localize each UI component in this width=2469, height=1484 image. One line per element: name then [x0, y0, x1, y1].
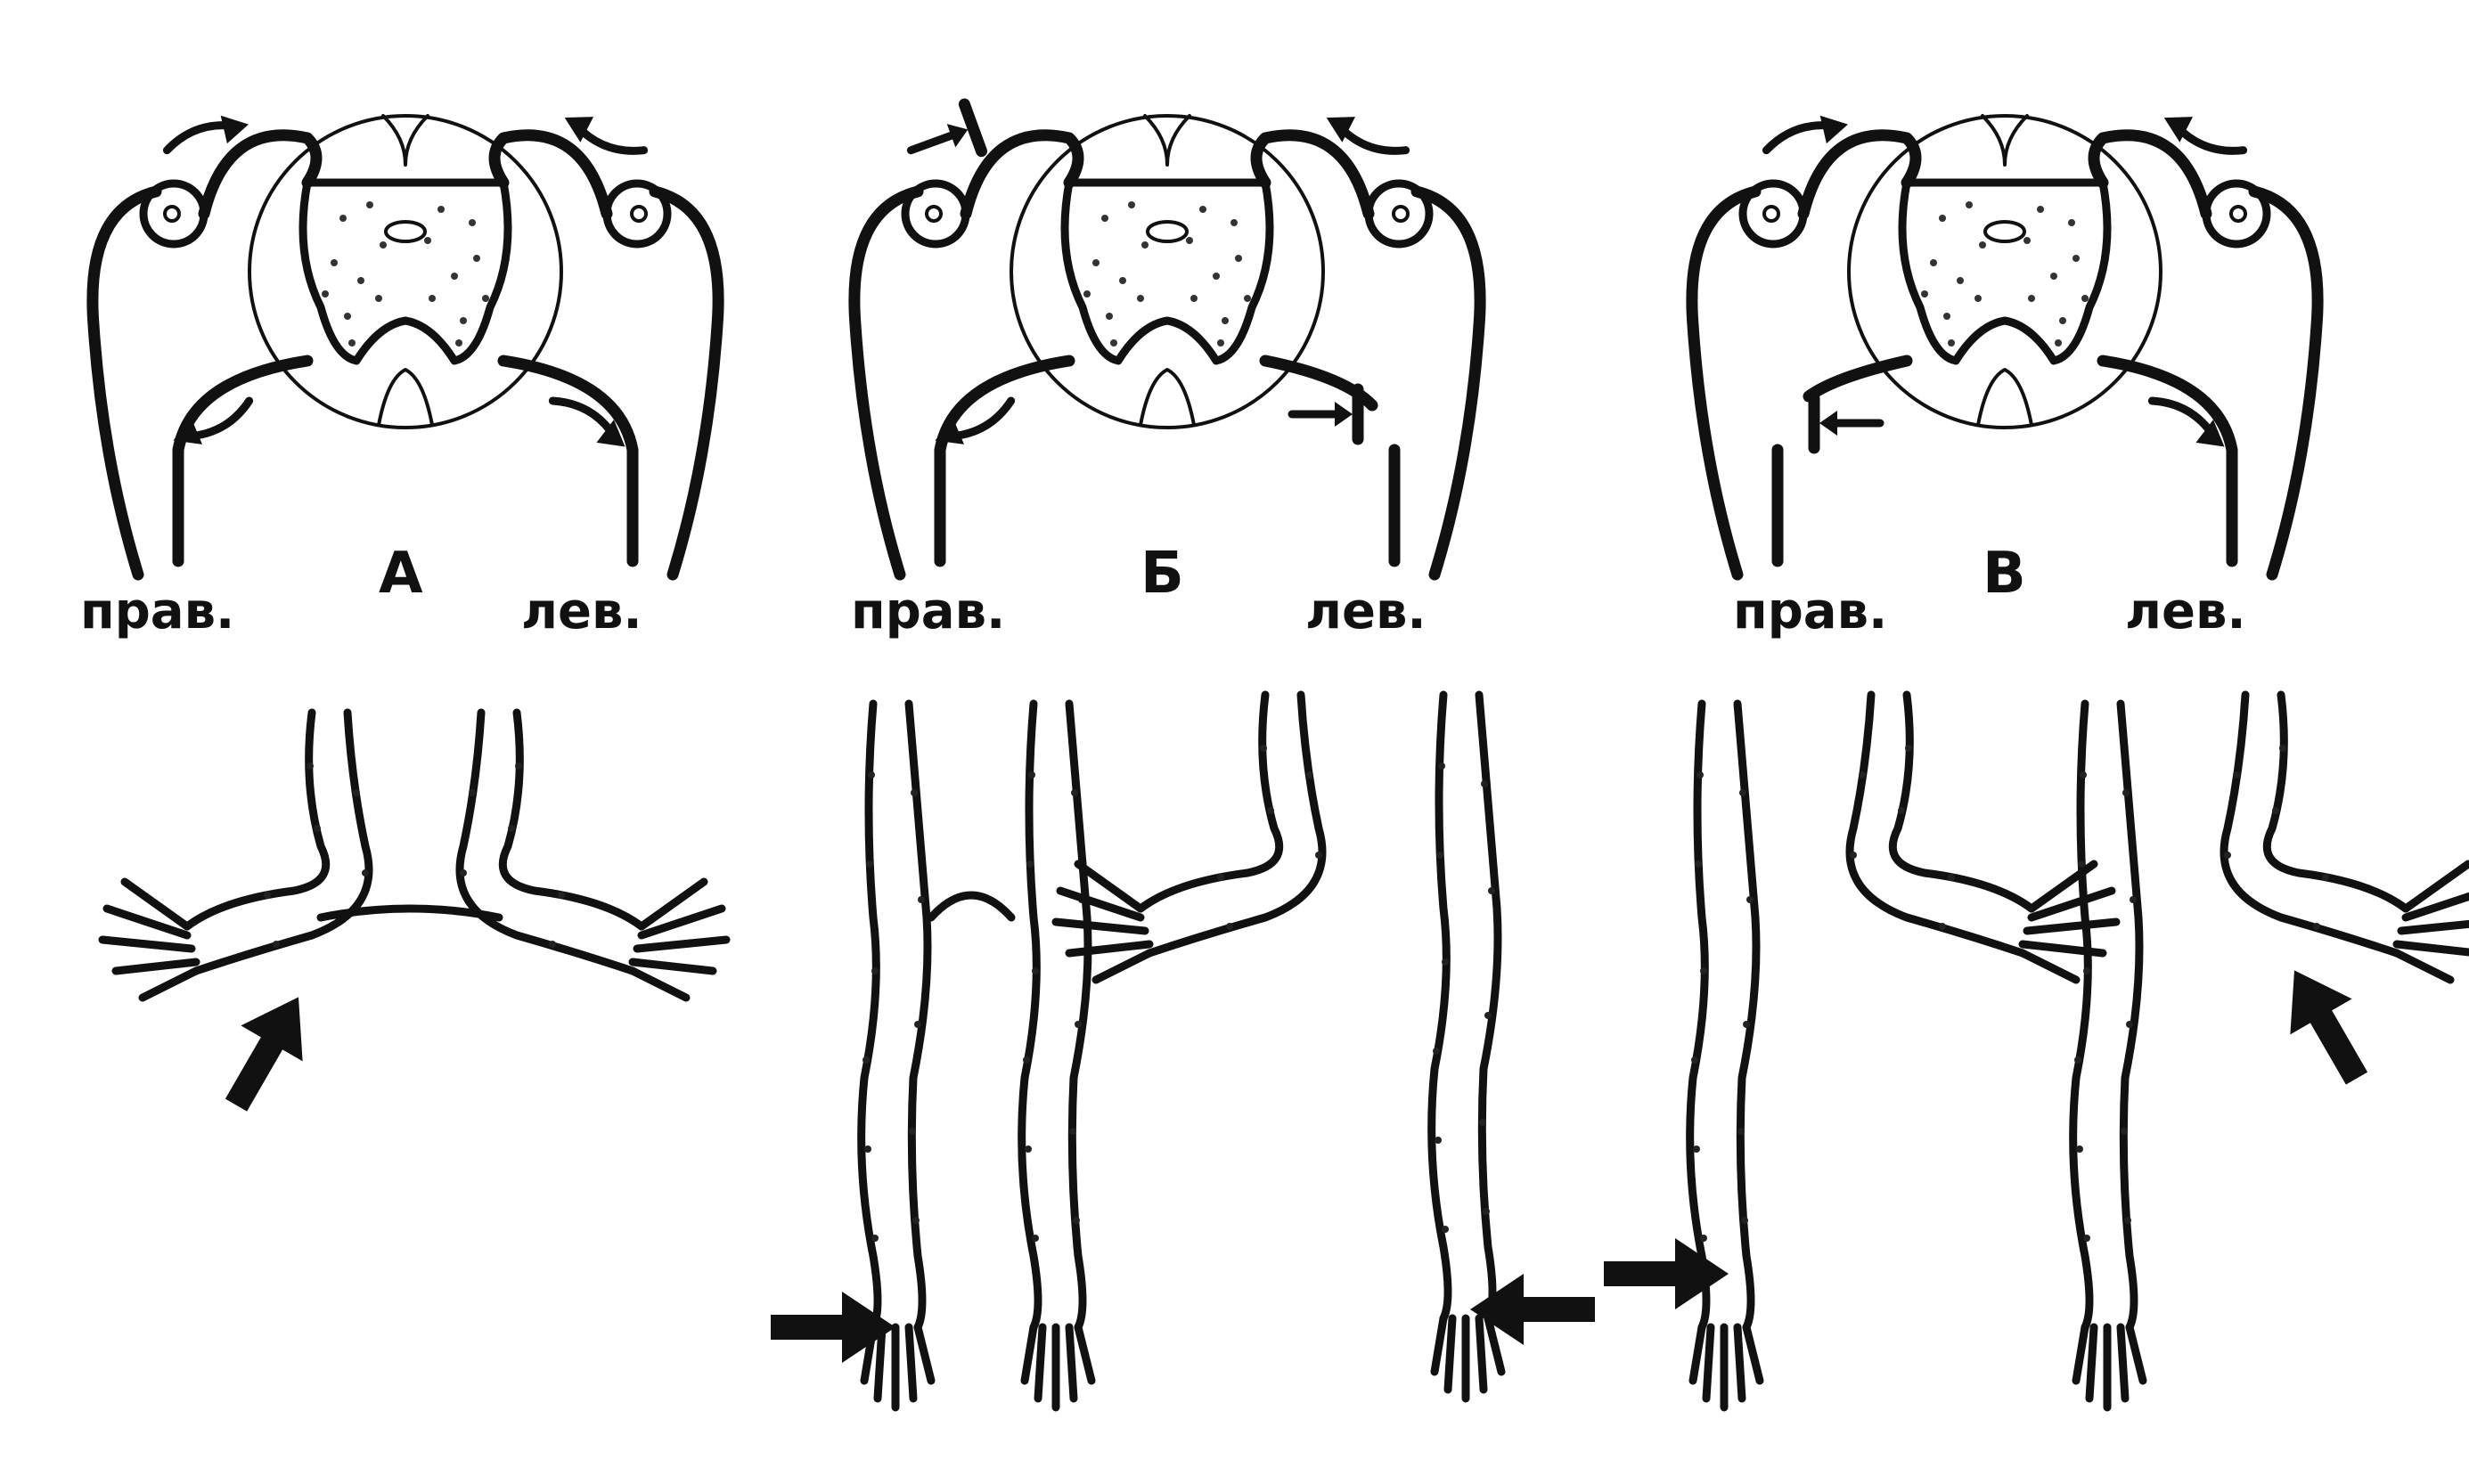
inhibition-bar-icon [903, 104, 982, 174]
panel-b: прав. Б лев. [771, 104, 1595, 1407]
frog-legs-b [862, 695, 1501, 1407]
label-right-side-a: прав. [80, 583, 234, 640]
label-right-side-b: прав. [851, 583, 1005, 640]
panel-letter-b: Б [1140, 541, 1184, 607]
panel-v: прав. В лев. [1604, 108, 2469, 1407]
inhibition-bar-icon [1292, 389, 1358, 439]
label-left-side-a: лев. [521, 583, 642, 640]
label-left-side-b: лев. [1305, 583, 1427, 640]
panel-letter-v: В [1983, 541, 2026, 607]
inhibition-bar-icon [1814, 398, 1880, 448]
panel-letter-a: А [379, 541, 423, 607]
frog-legs-a [102, 713, 726, 998]
spinal-cord-section-v [1692, 108, 2318, 575]
stimulus-arrow-icon [205, 979, 330, 1123]
stimulus-arrow-icon [2263, 952, 2388, 1097]
label-right-side-v: прав. [1733, 583, 1887, 640]
spinal-cord-section-b [854, 104, 1480, 575]
label-left-side-v: лев. [2125, 583, 2246, 640]
panel-a: прав. А лев. [80, 108, 726, 1123]
spinal-cord-section-a [93, 108, 718, 575]
